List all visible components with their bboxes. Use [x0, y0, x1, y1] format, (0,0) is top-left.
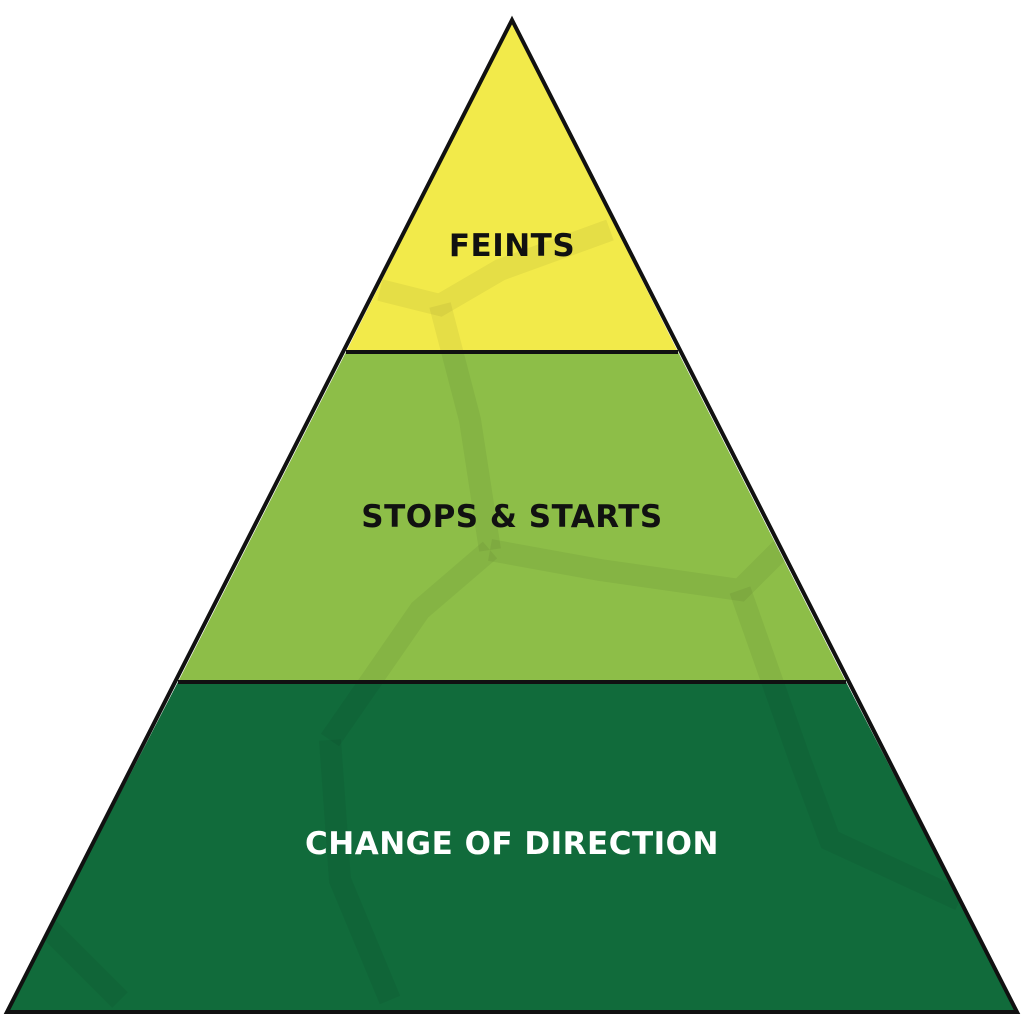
- tier-stops-starts: [178, 352, 846, 682]
- tier-label-feints: FEINTS: [449, 228, 575, 264]
- tier-change-of-direction: [7, 682, 1017, 1012]
- tier-feints: [346, 20, 678, 352]
- pyramid-outline: [3, 15, 1021, 1014]
- soccer-ball-watermark: [32, 219, 965, 1008]
- tier-label-stops-starts: STOPS & STARTS: [361, 499, 663, 535]
- tier-label-change-of-direction: CHANGE OF DIRECTION: [305, 826, 719, 862]
